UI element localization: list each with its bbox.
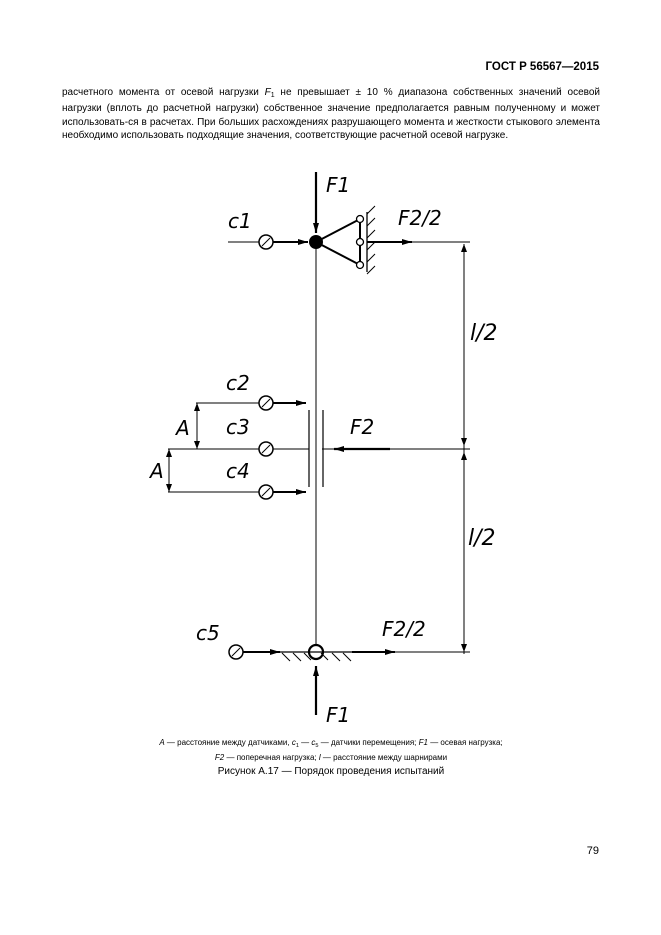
legend-c5-sub: 5: [315, 743, 319, 749]
label-c2: c2: [226, 371, 250, 395]
legend-c1-sub: 1: [295, 743, 299, 749]
top-wall-hatch: [366, 205, 376, 275]
label-l-half-top: l/2: [470, 321, 498, 346]
label-c4: c4: [226, 459, 250, 483]
legend-f1: F1: [418, 738, 428, 747]
legend-c5: c: [311, 738, 316, 747]
legend-a-text: — расстояние между датчиками,: [164, 738, 292, 747]
bottom-ground-hatch: [281, 652, 352, 662]
body-paragraph: расчетного момента от осевой нагрузки F1…: [62, 86, 600, 143]
label-f2-half-bottom: F2/2: [382, 617, 426, 641]
label-c3: c3: [226, 415, 250, 439]
label-c1: c1: [228, 209, 252, 233]
label-f2-mid: F2: [350, 415, 374, 439]
legend-f2: F2: [214, 753, 225, 762]
legend-l: l: [318, 753, 321, 762]
label-a-bottom: A: [148, 459, 164, 483]
para-text-a: расчетного момента от осевой нагрузки: [62, 87, 265, 98]
legend-f2-text: — поперечная нагрузка;: [224, 753, 319, 762]
figure-caption: Рисунок А.17 — Порядок проведения испыта…: [217, 766, 445, 777]
label-c5: c5: [196, 621, 220, 645]
label-a-top: A: [174, 416, 190, 440]
para-text-b: не превышает ± 10 % диапазона собственны…: [62, 87, 600, 142]
para-var: F: [264, 87, 271, 98]
label-f1-bottom: F1: [326, 703, 350, 727]
legend-c-text: — датчики перемещения;: [318, 738, 419, 747]
document-code: ГОСТ Р 56567—2015: [485, 61, 599, 73]
label-f2-half-top: F2/2: [398, 206, 442, 230]
legend-dash: —: [298, 738, 312, 747]
legend-c1: c: [291, 738, 296, 747]
page-number: 79: [586, 845, 599, 857]
legend-a: A: [159, 738, 165, 747]
label-l-half-bottom: l/2: [468, 526, 496, 551]
label-f1-top: F1: [326, 173, 350, 197]
legend-l-text: — расстояние между шарнирами: [320, 753, 448, 762]
figure-legend: A — расстояние между датчиками, c1 — c5 …: [62, 737, 600, 764]
para-sub: 1: [270, 92, 275, 99]
legend-f1-text: — осевая нагрузка;: [427, 738, 503, 747]
